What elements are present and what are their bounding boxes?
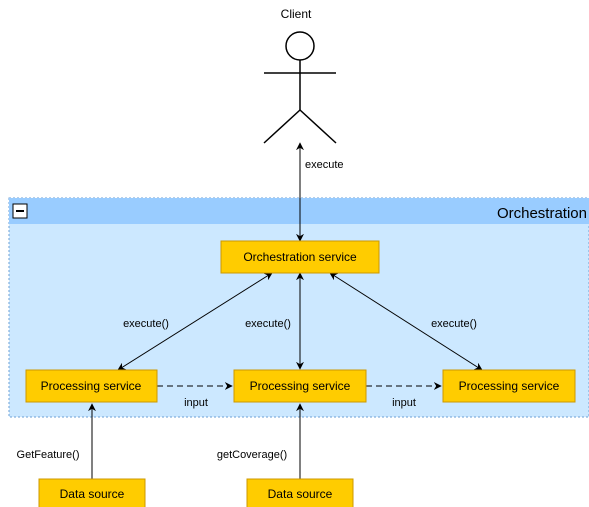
- edges: [88, 142, 483, 479]
- collapse-button[interactable]: [12, 203, 28, 219]
- label-input-left: input: [184, 397, 208, 409]
- node-label: Processing service: [459, 379, 560, 393]
- node-data-source-middle[interactable]: Data source: [246, 478, 354, 507]
- actor-icon: [263, 31, 337, 144]
- label-execute-left: execute(): [123, 318, 169, 330]
- edge-orch-processing-left[interactable]: [117, 272, 273, 371]
- label-execute-middle: execute(): [245, 318, 291, 330]
- actor-label: Client: [281, 7, 312, 21]
- edge-labels: execute execute() execute() execute() in…: [17, 156, 477, 461]
- nodes: Orchestration service Processing service…: [25, 240, 576, 507]
- node-label: Processing service: [41, 379, 142, 393]
- node-data-source-left[interactable]: Data source: [38, 478, 146, 507]
- node-orchestration-service[interactable]: Orchestration service: [220, 240, 380, 274]
- node-label: Data source: [268, 487, 333, 501]
- node-label: Processing service: [250, 379, 351, 393]
- group-title: Orchestration: [497, 205, 587, 222]
- client-actor[interactable]: Client: [263, 7, 337, 144]
- label-getcoverage: getCoverage(): [217, 449, 287, 461]
- label-input-right: input: [392, 397, 416, 409]
- node-processing-service-middle[interactable]: Processing service: [233, 369, 367, 403]
- label-getfeature: GetFeature(): [17, 449, 80, 461]
- label-client-execute: execute: [305, 159, 344, 171]
- node-processing-service-left[interactable]: Processing service: [25, 369, 158, 403]
- node-processing-service-right[interactable]: Processing service: [442, 369, 576, 403]
- node-label: Data source: [60, 487, 125, 501]
- edge-orch-processing-right[interactable]: [329, 272, 483, 371]
- node-label: Orchestration service: [243, 250, 357, 264]
- label-execute-right: execute(): [431, 318, 477, 330]
